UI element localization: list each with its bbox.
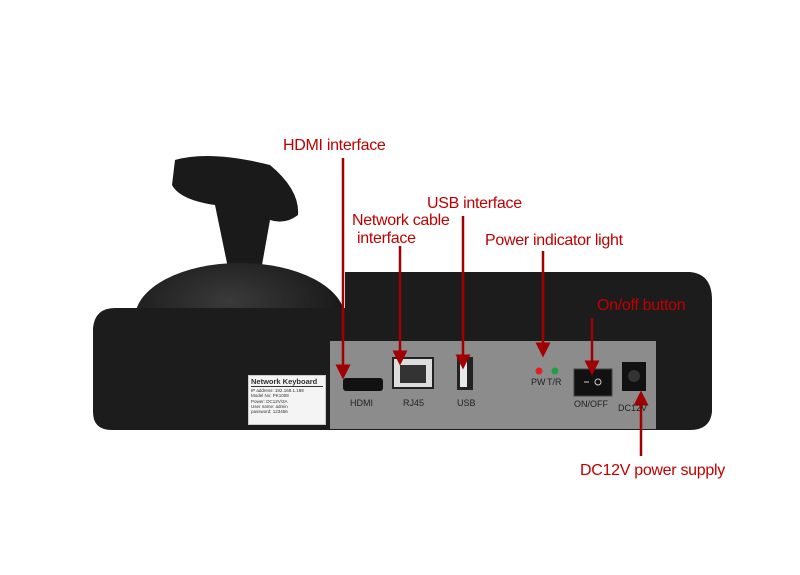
usb-port-label: USB (457, 398, 476, 408)
pw-led-label: PW (531, 377, 546, 387)
callout-power-light: Power indicator light (485, 232, 623, 249)
device-label-sticker: Network Keyboard IP address: 192.168.1.1… (248, 375, 326, 425)
hdmi-port-label: HDMI (350, 398, 373, 408)
rj45-port-label: RJ45 (403, 398, 425, 408)
callout-arrows (335, 158, 649, 456)
callout-usb: USB interface (427, 195, 522, 212)
dc-jack-socket (628, 370, 640, 382)
usb-tongue (460, 360, 467, 387)
joystick-handle (172, 156, 299, 268)
device-label-title: Network Keyboard (251, 377, 323, 387)
device-label-line: Model No: PK1008 (251, 393, 289, 399)
dc-label: DC12V (618, 403, 648, 413)
device-label-line: password: 123456 (251, 409, 288, 415)
device-label-line: Power: DC12V/3A (251, 398, 288, 404)
device-label-line: IP address: 192.168.1.188 (251, 388, 304, 393)
device-label-line: User name: admin (251, 403, 288, 409)
callout-network-1: Network cable (352, 212, 450, 229)
onoff-label: ON/OFF (574, 399, 608, 409)
hdmi-port (343, 378, 383, 391)
pw-led (535, 367, 543, 375)
tr-led (551, 367, 559, 375)
rj45-socket (400, 365, 426, 383)
callout-onoff: On/off button (597, 297, 686, 314)
switch-off-mark (594, 378, 602, 386)
tr-led-label: T/R (547, 377, 562, 387)
callout-network-2: interface (357, 230, 416, 247)
callout-hdmi: HDMI interface (283, 137, 386, 154)
power-switch[interactable] (573, 368, 613, 397)
callout-dc: DC12V power supply (580, 462, 725, 479)
